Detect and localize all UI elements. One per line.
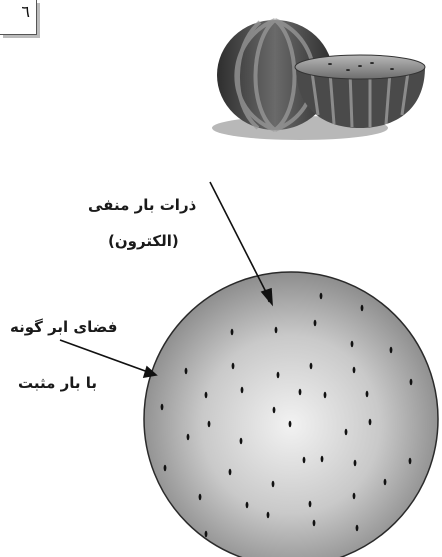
electron-dot	[299, 389, 302, 395]
electron-dot	[289, 421, 292, 427]
electron-dot	[309, 501, 312, 507]
electron-dot	[410, 379, 413, 385]
positive-charge-sphere	[144, 272, 438, 557]
space-label-line2: با بار مثبت	[18, 374, 97, 392]
electron-dot	[240, 438, 243, 444]
electron-dot	[267, 512, 270, 518]
electron-dot	[354, 460, 357, 466]
electron-dot	[314, 320, 317, 326]
electron-dot	[277, 372, 280, 378]
electron-dot	[390, 347, 393, 353]
electron-dot	[231, 329, 234, 335]
electron-dot	[229, 469, 232, 475]
electron-dot	[345, 429, 348, 435]
electron-dot	[205, 392, 208, 398]
electron-dot	[185, 368, 188, 374]
electron-dot	[246, 502, 249, 508]
electron-dot	[369, 419, 372, 425]
space-label-line1: فضای ابر گونه	[10, 318, 117, 336]
electron-dot	[303, 457, 306, 463]
electron-dot	[275, 327, 278, 333]
watermelon-image	[212, 20, 425, 140]
electron-dot	[310, 363, 313, 369]
electron-dot	[361, 305, 364, 311]
electron-dot	[313, 520, 316, 526]
electron-dot	[356, 525, 359, 531]
electron-dot	[199, 494, 202, 500]
electron-dot	[187, 434, 190, 440]
electron-dot	[321, 456, 324, 462]
electron-dot	[161, 404, 164, 410]
electron-dot	[164, 465, 167, 471]
electron-dot	[273, 407, 276, 413]
electron-dot	[232, 363, 235, 369]
electron-dot	[272, 481, 275, 487]
electron-dot	[409, 458, 412, 464]
electron-dot	[205, 531, 208, 537]
electron-dot	[241, 387, 244, 393]
space-label-arrow	[60, 340, 156, 377]
electron-dot	[351, 341, 354, 347]
electron-dot	[324, 392, 327, 398]
electron-dot	[353, 367, 356, 373]
electron-dot	[353, 493, 356, 499]
electron-dot	[320, 293, 323, 299]
electron-dot	[384, 479, 387, 485]
electron-label-line1: ذرات بار منفی	[88, 196, 196, 214]
electron-dot	[208, 421, 211, 427]
electron-label-line2: (الکترون)	[108, 232, 179, 250]
electron-dot	[366, 391, 369, 397]
